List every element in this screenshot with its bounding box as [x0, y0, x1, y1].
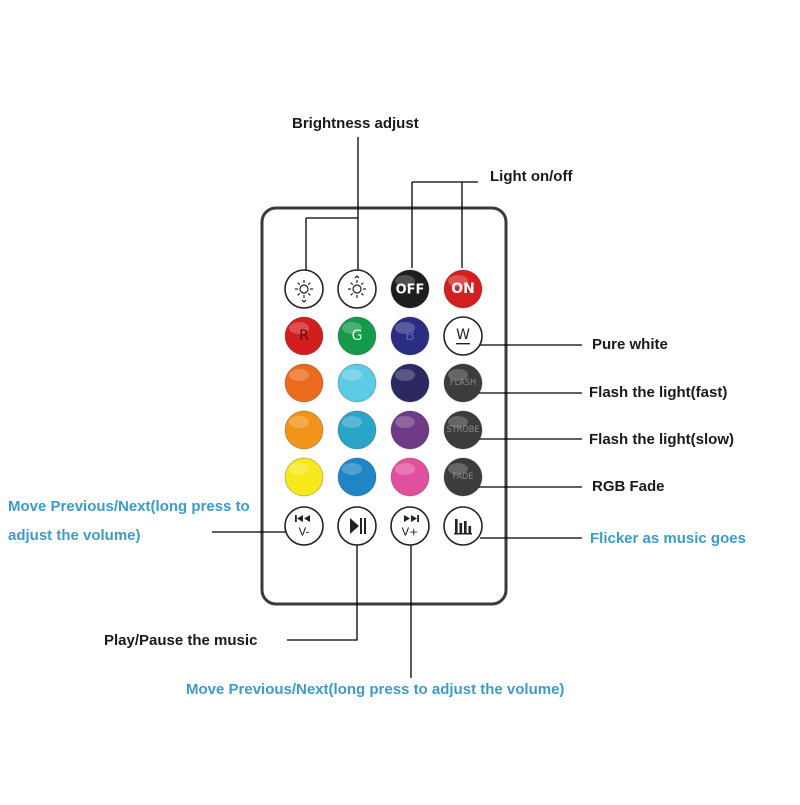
music-button[interactable]: [443, 506, 483, 546]
next-button-label: V+: [402, 526, 419, 539]
strobe-button-circle: [443, 410, 483, 450]
color-button-r3-c2-gloss: [342, 369, 362, 381]
color-button-r4-c3[interactable]: [390, 410, 430, 450]
brightness-label: Brightness adjust: [292, 115, 419, 132]
color-button-r5-c3-gloss: [395, 463, 415, 475]
play-line: [287, 545, 358, 641]
color-button-r5-c1[interactable]: [284, 457, 324, 497]
play-pause-button[interactable]: [337, 506, 377, 546]
color-button-r3-c2[interactable]: [337, 363, 377, 403]
red-button-label: R: [299, 328, 309, 344]
off-button[interactable]: OFF: [390, 269, 430, 309]
color-button-r5-c2[interactable]: [337, 457, 377, 497]
blue-button-gloss: [395, 322, 415, 334]
brightness-down-button-circle: [284, 269, 324, 309]
color-button-r5-c2-circle: [337, 457, 377, 497]
sun-down-icon: [295, 280, 313, 303]
color-button-r5-c2-gloss: [342, 463, 362, 475]
color-button-r5-c1-circle: [284, 457, 324, 497]
strobe-button-label: STROBE: [447, 425, 480, 435]
brightness-up-button[interactable]: [337, 269, 377, 309]
on-button-circle: [443, 269, 483, 309]
color-button-r3-c1-gloss: [289, 369, 309, 381]
blue-button[interactable]: B: [390, 316, 430, 356]
color-button-r4-c3-gloss: [395, 416, 415, 428]
callout-lines: [212, 137, 582, 678]
color-button-r5-c3-circle: [390, 457, 430, 497]
flash-button-label: FLASH: [450, 378, 476, 388]
off-button-circle: [390, 269, 430, 309]
color-button-r4-c1-circle: [284, 410, 324, 450]
blue-button-label: B: [405, 328, 415, 344]
on-button-label: ON: [451, 281, 475, 297]
move-prev-next-left-label: Move Previous/Next(long press to adjust …: [8, 498, 250, 544]
color-button-r5-c3[interactable]: [390, 457, 430, 497]
white-button-circle: [443, 316, 483, 356]
color-button-r4-c2-circle: [337, 410, 377, 450]
red-button-circle: [284, 316, 324, 356]
color-button-r4-c1-gloss: [289, 416, 309, 428]
white-button-label: W: [456, 327, 470, 343]
flash-slow-label: Flash the light(slow): [589, 431, 734, 448]
on-button-gloss: [448, 275, 468, 287]
next-button-circle: [390, 506, 430, 546]
green-button-label: G: [352, 328, 363, 344]
color-button-r3-c3[interactable]: [390, 363, 430, 403]
fade-button-circle: [443, 457, 483, 497]
on-button[interactable]: ON: [443, 269, 483, 309]
green-button[interactable]: G: [337, 316, 377, 356]
play-pause-label: Play/Pause the music: [104, 632, 258, 649]
music-button-circle: [443, 506, 483, 546]
color-button-r4-c2-gloss: [342, 416, 362, 428]
previous-button[interactable]: V-: [284, 506, 324, 546]
music-bars-icon: [454, 519, 472, 535]
color-button-r3-c3-circle: [390, 363, 430, 403]
brightness-down-button[interactable]: [284, 269, 324, 309]
previous-track-icon: [295, 515, 310, 522]
brightness-up-button-circle: [337, 269, 377, 309]
previous-button-label: V-: [299, 526, 310, 539]
strobe-button[interactable]: STROBE: [443, 410, 483, 450]
strobe-button-gloss: [448, 416, 468, 428]
button-grid: OFF ON R G B W FLASH STROBE FADE V- V+: [284, 269, 483, 546]
light-onoff-label: Light on/off: [490, 168, 573, 185]
color-button-r3-c1[interactable]: [284, 363, 324, 403]
fade-button[interactable]: FADE: [443, 457, 483, 497]
fade-button-label: FADE: [453, 472, 474, 482]
previous-button-circle: [284, 506, 324, 546]
off-button-gloss: [395, 275, 415, 287]
flash-button-gloss: [448, 369, 468, 381]
play-pause-icon: [350, 518, 366, 534]
color-button-r3-c1-circle: [284, 363, 324, 403]
next-track-icon: [404, 515, 419, 522]
flicker-music-label: Flicker as music goes: [590, 530, 746, 547]
flash-button-circle: [443, 363, 483, 403]
rgb-fade-label: RGB Fade: [592, 478, 665, 495]
brightness-line-bracket: [306, 217, 359, 270]
next-button[interactable]: V+: [390, 506, 430, 546]
fade-button-gloss: [448, 463, 468, 475]
color-button-r3-c3-gloss: [395, 369, 415, 381]
white-button[interactable]: W: [443, 316, 483, 356]
off-button-label: OFF: [396, 283, 425, 298]
remote-body: [260, 206, 508, 606]
move-prev-next-bottom-label: Move Previous/Next(long press to adjust …: [186, 681, 565, 698]
red-button-gloss: [289, 322, 309, 334]
flash-button[interactable]: FLASH: [443, 363, 483, 403]
pure-white-label: Pure white: [592, 336, 668, 353]
color-button-r3-c2-circle: [337, 363, 377, 403]
color-button-r4-c2[interactable]: [337, 410, 377, 450]
green-button-gloss: [342, 322, 362, 334]
blue-button-circle: [390, 316, 430, 356]
sun-up-icon: [348, 275, 366, 298]
color-button-r5-c1-gloss: [289, 463, 309, 475]
red-button[interactable]: R: [284, 316, 324, 356]
green-button-circle: [337, 316, 377, 356]
color-button-r4-c1[interactable]: [284, 410, 324, 450]
flash-fast-label: Flash the light(fast): [589, 384, 728, 401]
color-button-r4-c3-circle: [390, 410, 430, 450]
